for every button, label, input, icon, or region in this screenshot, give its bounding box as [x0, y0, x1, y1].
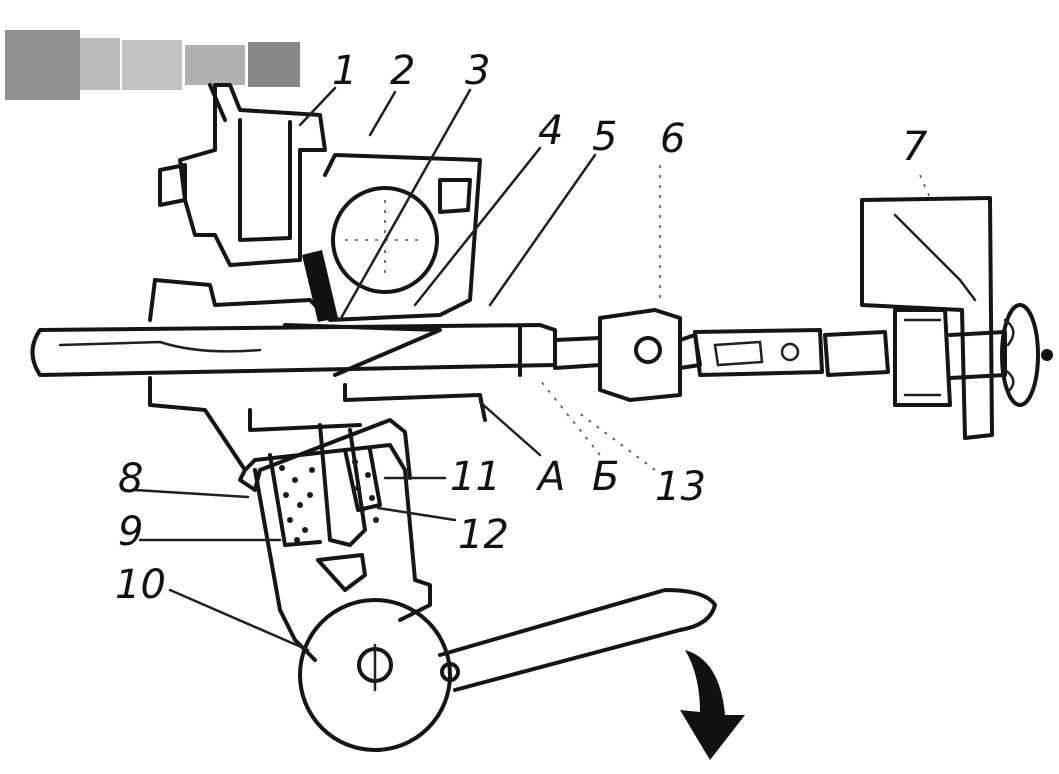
lower-body [148, 376, 487, 492]
label-B: Б [592, 454, 619, 500]
label-13: 13 [655, 464, 706, 510]
label-7: 7 [902, 124, 928, 170]
intermediate-link [693, 328, 824, 377]
label-2: 2 [390, 48, 415, 94]
label-12: 12 [458, 512, 509, 558]
label-4: 4 [538, 108, 563, 154]
label-A: A [535, 454, 565, 500]
leader-lines [133, 86, 931, 652]
label-3: 3 [465, 48, 490, 94]
cutter [302, 250, 338, 322]
label-1: 1 [332, 48, 357, 94]
chuck [553, 308, 702, 402]
label-5: 5 [592, 114, 617, 160]
eccentric-disk [298, 588, 717, 752]
label-6-top: 6 [660, 116, 685, 162]
spring-housing [243, 423, 432, 662]
workpiece-shaft [30, 323, 557, 377]
drive-assembly [823, 196, 1053, 440]
label-11: 11 [450, 454, 501, 500]
part-labels: 1 2 3 4 5 6 7 8 9 10 11 12 A Б 13 [115, 48, 928, 608]
label-10: 10 [115, 562, 166, 608]
label-9: 9 [118, 509, 143, 555]
label-8: 8 [118, 456, 143, 502]
tool-holder [158, 83, 327, 267]
rotation-arrow-icon [680, 650, 745, 760]
smudged-header [5, 30, 300, 100]
